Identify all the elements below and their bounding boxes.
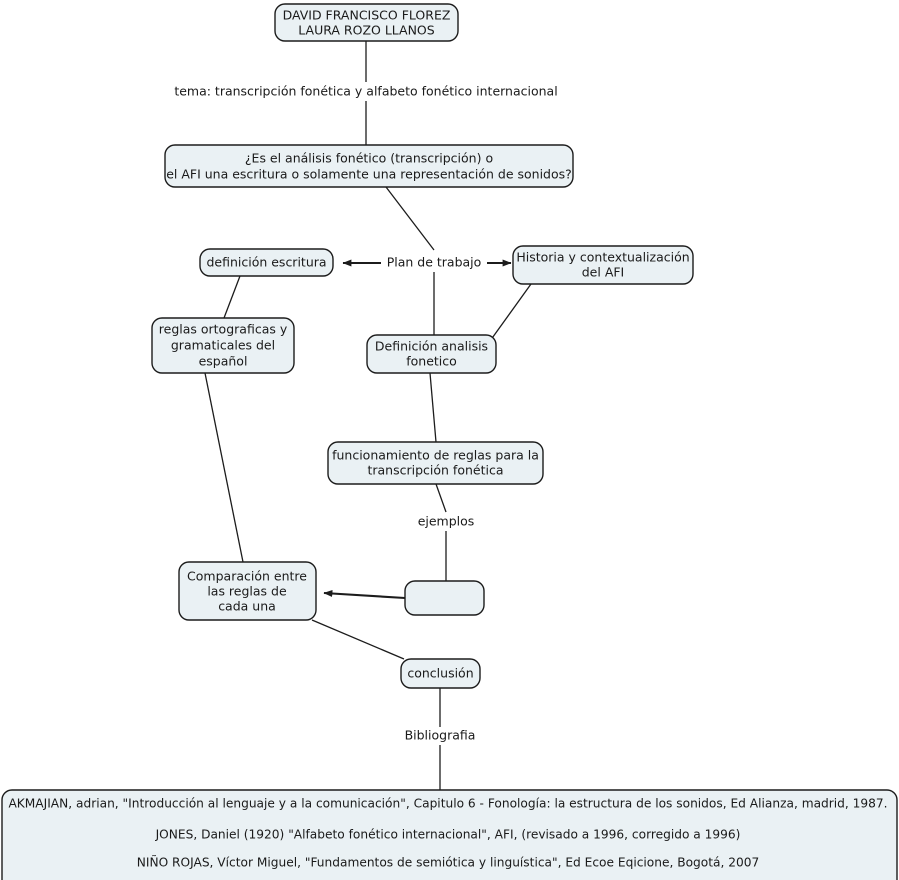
node-definicion-analisis[interactable]: Definición analisis fonetico	[366, 334, 497, 374]
node-bibliography[interactable]: AKMAJIAN, adrian, "Introducción al lengu…	[1, 789, 898, 880]
node-reglas-espanol-line-3: español	[199, 354, 248, 369]
node-definicion-escritura-box[interactable]	[199, 248, 334, 277]
connector-funcionamiento-to-ejemplos	[435, 483, 447, 513]
node-conclusion-box[interactable]	[400, 658, 481, 689]
node-ejemplos-box[interactable]	[404, 580, 485, 616]
node-reglas-espanol[interactable]: reglas ortograficas y gramaticales del e…	[151, 317, 295, 374]
bibliography-entry-1: AKMAJIAN, adrian, "Introducción al lengu…	[8, 797, 887, 811]
node-conclusion[interactable]: conclusión	[400, 658, 481, 689]
bibliography-entry-2: JONES, Daniel (1920) "Alfabeto fonético …	[155, 828, 741, 842]
node-question-line-2: el AFI una escritura o solamente una rep…	[166, 167, 572, 182]
connector-arrow-to-comparacion	[323, 590, 406, 600]
node-historia-afi-line-2: del AFI	[582, 265, 625, 280]
edge-label-ejemplos: ejemplos	[418, 514, 475, 529]
node-ejemplos-box-shape[interactable]	[404, 580, 485, 616]
node-comparacion[interactable]: Comparación entre las reglas de cada una	[178, 561, 317, 621]
node-authors-line-1: DAVID FRANCISCO FLOREZ	[283, 8, 451, 23]
node-funcionamiento-reglas-line-1: funcionamiento de reglas para la	[332, 448, 539, 463]
node-question[interactable]: ¿Es el análisis fonético (transcripción)…	[164, 144, 574, 188]
node-definicion-escritura-label: definición escritura	[206, 255, 326, 270]
node-reglas-espanol-box[interactable]	[151, 317, 295, 374]
edge-label-tema: tema: transcripción fonética y alfabeto …	[174, 84, 557, 99]
node-definicion-analisis-box[interactable]	[366, 334, 497, 374]
node-bibliography-box[interactable]	[1, 789, 898, 880]
node-reglas-espanol-line-1: reglas ortograficas y	[159, 322, 288, 337]
node-historia-afi-line-1: Historia y contextualización	[516, 250, 689, 265]
node-comparacion-line-2: las reglas de	[207, 584, 287, 599]
node-question-line-1: ¿Es el análisis fonético (transcripción)…	[245, 151, 493, 166]
node-definicion-escritura[interactable]: definición escritura	[199, 248, 334, 277]
connector-question-to-plan	[385, 186, 435, 251]
node-authors[interactable]: DAVID FRANCISCO FLOREZ LAURA ROZO LLANOS	[274, 3, 459, 42]
node-comparacion-line-1: Comparación entre	[187, 569, 307, 584]
node-comparacion-box[interactable]	[178, 561, 317, 621]
node-comparacion-line-3: cada una	[218, 599, 276, 614]
node-funcionamiento-reglas-box[interactable]	[327, 441, 544, 485]
connector-escritura-to-reglas	[223, 275, 241, 319]
node-historia-afi[interactable]: Historia y contextualización del AFI	[512, 245, 694, 285]
connector-reglas-to-comparacion	[204, 372, 244, 563]
node-authors-box[interactable]	[274, 3, 459, 42]
connector-definicion-to-funcionamiento	[429, 372, 437, 443]
node-historia-afi-box[interactable]	[512, 245, 694, 285]
edge-label-plan-de-trabajo: Plan de trabajo	[387, 255, 482, 270]
node-definicion-analisis-line-1: Definición analisis	[375, 339, 488, 354]
node-funcionamiento-reglas[interactable]: funcionamiento de reglas para la transcr…	[327, 441, 544, 485]
node-reglas-espanol-line-2: gramaticales del	[171, 338, 275, 353]
node-conclusion-label: conclusión	[407, 666, 473, 681]
connector-historia-to-definicion-analisis	[489, 283, 532, 342]
node-authors-line-2: LAURA ROZO LLANOS	[298, 23, 435, 38]
bibliography-entry-3: NIÑO ROJAS, Víctor Miguel, "Fundamentos …	[137, 855, 760, 870]
node-question-box[interactable]	[164, 144, 574, 188]
node-funcionamiento-reglas-line-2: transcripción fonética	[367, 463, 503, 478]
connector-comparacion-to-conclusion	[311, 619, 405, 660]
node-definicion-analisis-line-2: fonetico	[406, 354, 457, 369]
edge-label-bibliografia: Bibliografia	[405, 728, 476, 743]
